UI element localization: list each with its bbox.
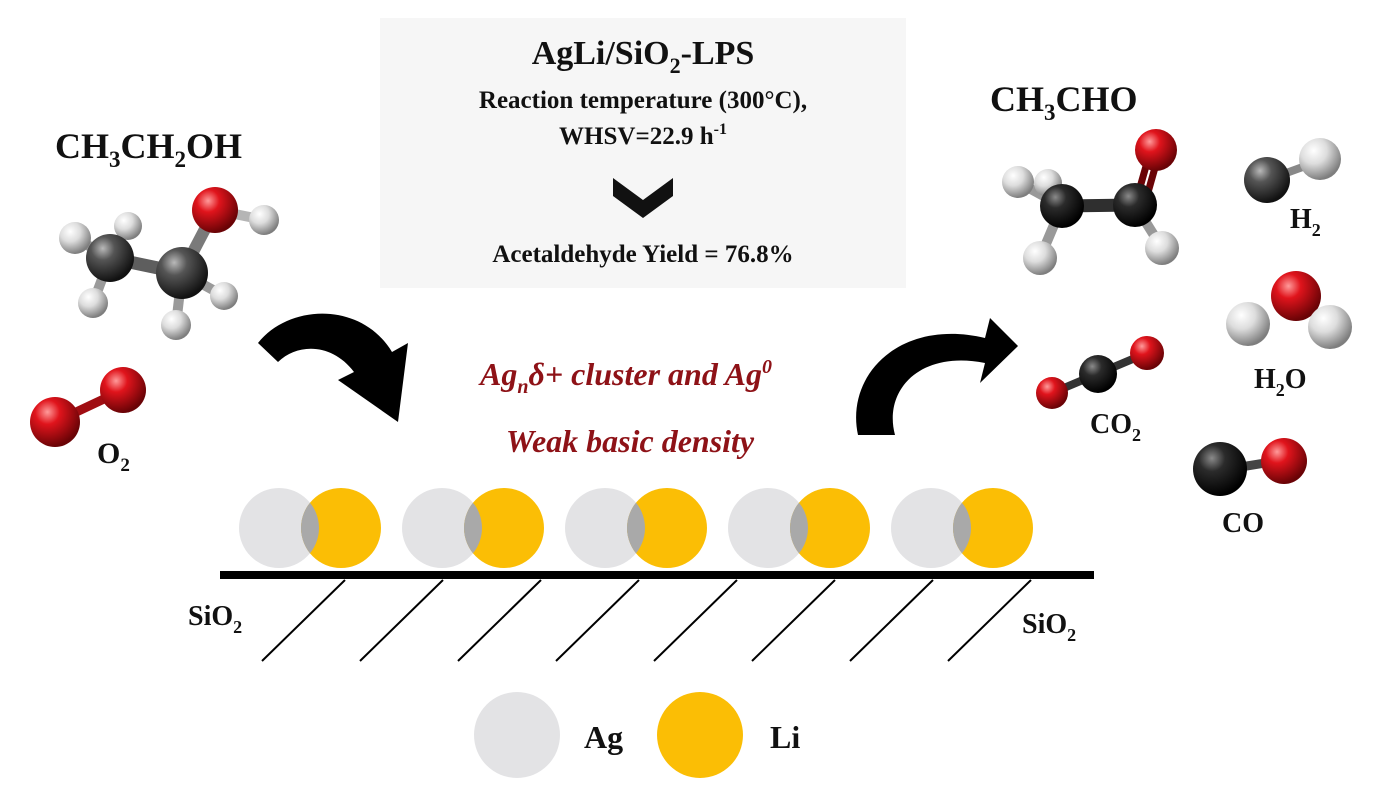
info-box: AgLi/SiO2-LPS Reaction temperature (300°… [380,18,906,288]
ag-li-particle [728,488,870,568]
co-molecule-icon [1193,438,1307,496]
whsv: WHSV=22.9 h-1 [559,121,727,150]
li-particle [790,488,870,568]
li-particle [464,488,544,568]
water-molecule-icon [1226,271,1352,349]
info-box-background [380,18,906,288]
legend-li-swatch [657,692,743,778]
acetaldehyde-molecule-icon [1002,129,1179,275]
legend-li-label: Li [770,719,800,755]
oxygen-formula: O2 [97,437,130,476]
reaction-temperature: Reaction temperature (300°C), [479,87,807,114]
co2-formula: CO2 [1090,409,1141,445]
hydrogen-formula: H2 [1290,204,1321,240]
acetaldehyde-formula: CH3CHO [990,79,1138,125]
ag-li-particle [565,488,707,568]
chevron-down-icon [613,178,673,218]
support-label-left: SiO2 [188,601,242,637]
hatch-line [653,579,738,662]
ethanol-formula: CH3CH2OH [55,126,242,172]
hatch-line [555,579,640,662]
hatch-line [849,579,934,662]
li-particle [627,488,707,568]
curved-arrow-in-icon [258,313,408,422]
catalyst-title: AgLi/SiO2-LPS [532,35,755,78]
ag-li-particle [891,488,1033,568]
ag-particle [239,488,319,568]
co-formula: CO [1222,508,1264,539]
hatch-line [457,579,542,662]
hydrogen-molecule-icon [1244,138,1341,203]
ag-particle [728,488,808,568]
ag-li-particle [239,488,381,568]
hatch-line [261,579,346,662]
ethanol-molecule-icon [59,187,279,340]
li-particle [301,488,381,568]
hatch-line [751,579,836,662]
hatch-line [359,579,444,662]
curved-arrow-out-icon [856,318,1018,435]
co2-molecule-icon [1036,336,1164,409]
li-particle [953,488,1033,568]
ag-particle [565,488,645,568]
particle-row [239,488,1033,568]
ag-particle [402,488,482,568]
basic-density-description: Weak basic density [506,423,755,459]
oxygen-molecule-icon [30,367,146,447]
ag-li-particle [402,488,544,568]
acetaldehyde-yield: Acetaldehyde Yield = 76.8% [492,241,793,268]
water-formula: H2O [1254,364,1307,400]
ag-particle [891,488,971,568]
cluster-description: Agnδ+ cluster and Ag0 [478,356,772,398]
hatch-line [947,579,1032,662]
legend-ag-swatch [474,692,560,778]
legend: Ag Li [474,692,800,778]
support-hatching [261,579,1032,662]
support-label-right: SiO2 [1022,609,1076,645]
legend-ag-label: Ag [584,719,623,755]
